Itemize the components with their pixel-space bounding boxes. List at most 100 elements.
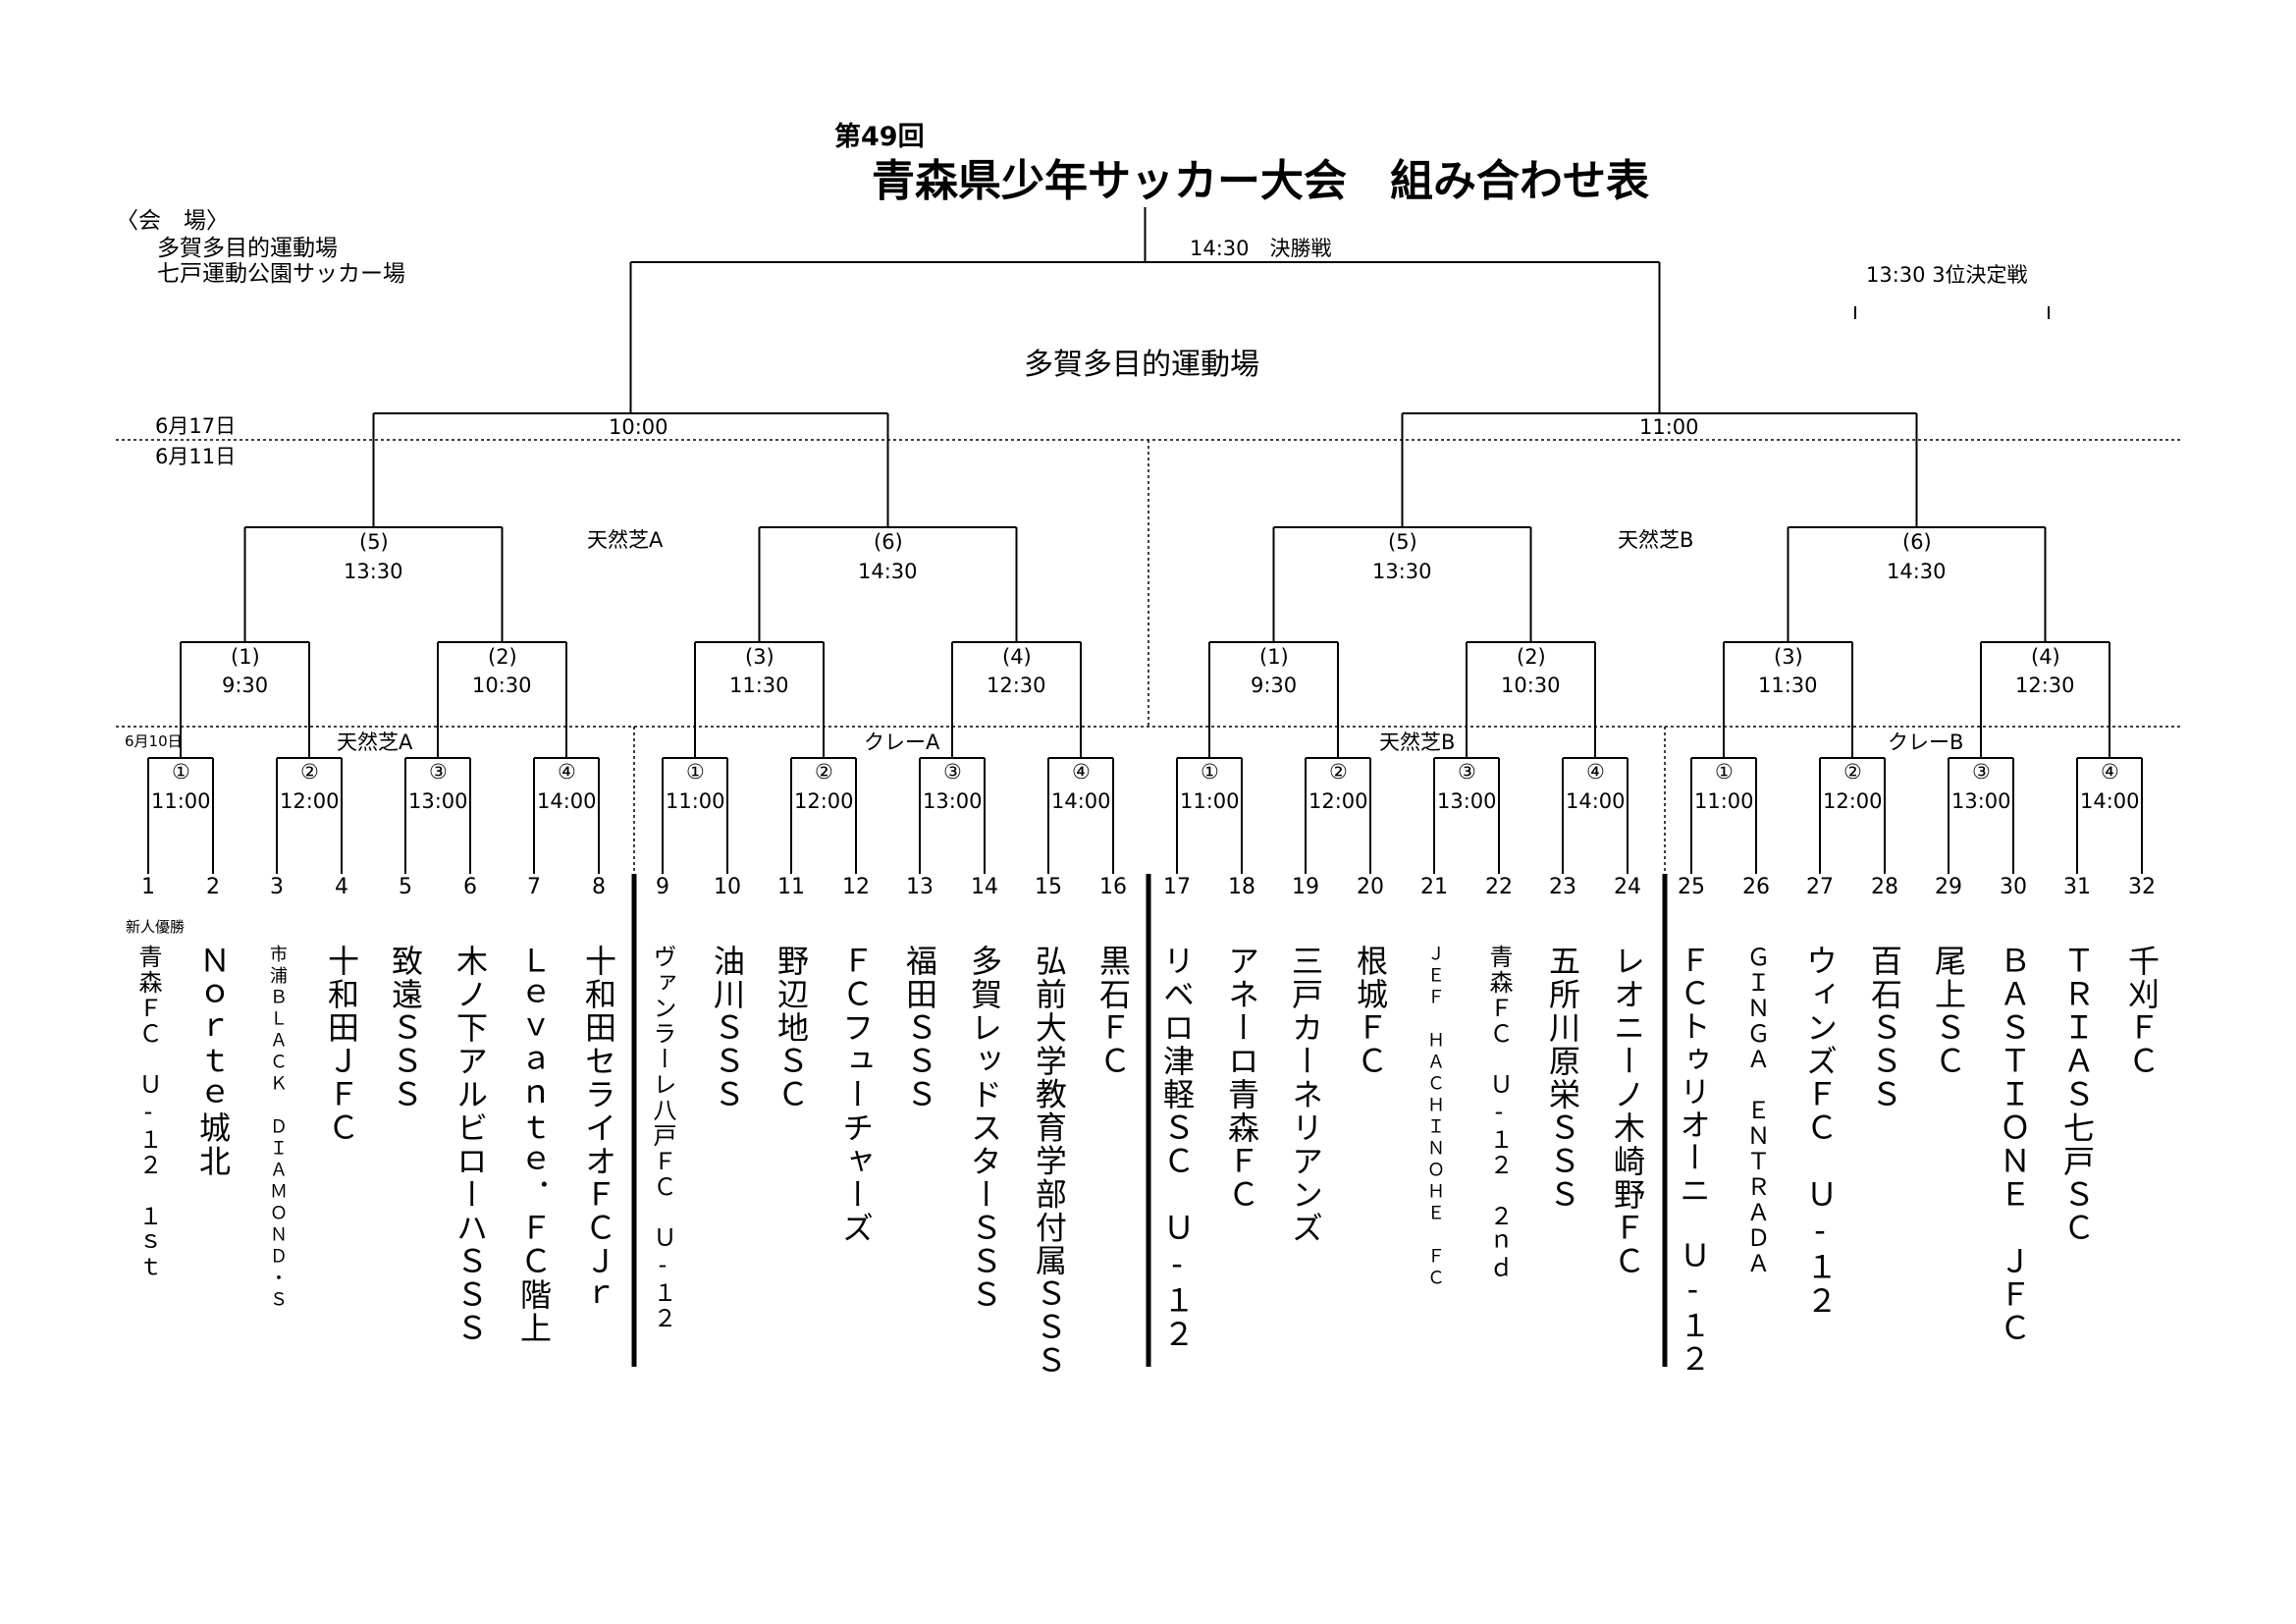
team-name: ＢＡＳＴＩＯＮＥ ＪＦＣ <box>1995 945 2032 1345</box>
team-number: 19 <box>1292 875 1319 899</box>
team-number: 2 <box>206 875 220 899</box>
round3-match-id: (5) <box>1388 530 1417 554</box>
round1-match-time: 12:00 <box>1823 789 1883 813</box>
team-number: 9 <box>656 875 669 899</box>
team-name: リベロ津軽ＳＣ Ｕ-１２ <box>1158 945 1196 1351</box>
round1-match-id: ② <box>1329 760 1348 784</box>
round2-match-id: (4) <box>1002 645 1032 669</box>
field-label-lawn-a: 天然芝A <box>587 528 664 552</box>
team-name: 黒石ＦＣ <box>1095 945 1132 1078</box>
round1-match-id: ④ <box>1586 760 1605 784</box>
team-number: 1 <box>141 875 155 899</box>
field-label-clay-b: クレーB <box>1888 731 1964 754</box>
round1-match-id: ② <box>815 760 833 784</box>
team-number: 32 <box>2128 875 2156 899</box>
team-name: 十和田セライオＦＣＪｒ <box>580 945 617 1312</box>
round2-match-id: (1) <box>231 645 260 669</box>
round1-match-time: 12:00 <box>1308 789 1368 813</box>
team-name: 三戸カーネリアンズ <box>1287 945 1324 1245</box>
round1-match-id: ① <box>686 760 705 784</box>
field-label-lawn-a: 天然芝A <box>337 731 413 754</box>
round3-match-time: 13:30 <box>344 560 403 583</box>
final-venue: 多賀多目的運動場 <box>1024 348 1259 382</box>
date-june10: 6月10日 <box>125 732 183 750</box>
team-number: 13 <box>906 875 934 899</box>
team-number: 31 <box>2063 875 2091 899</box>
team-number: 24 <box>1614 875 1641 899</box>
team-name: ヴァンラーレ八戸ＦＣ Ｕ-１２ <box>649 945 676 1331</box>
team-name: 致遠ＳＳＳ <box>387 945 424 1111</box>
team-name: 木ノ下アルビローハＳＳＳ <box>452 945 489 1345</box>
team-number: 28 <box>1871 875 1898 899</box>
team-number: 14 <box>971 875 998 899</box>
team-number: 18 <box>1228 875 1255 899</box>
team-number: 20 <box>1357 875 1384 899</box>
team-number: 21 <box>1420 875 1448 899</box>
round1-match-time: 11:00 <box>1694 789 1754 813</box>
team-name: 青森ＦＣ Ｕ-１２ １ｓｔ <box>134 945 162 1280</box>
venues-heading: 〈会 場〉 <box>116 208 229 234</box>
team-name: 青森ＦＣ Ｕ-１２ ２ｎｄ <box>1485 945 1513 1280</box>
round2-match-id: (3) <box>1774 645 1803 669</box>
round2-match-id: (1) <box>1259 645 1289 669</box>
team-number: 25 <box>1678 875 1705 899</box>
field-label-lawn-b: 天然芝B <box>1618 528 1694 552</box>
team-name: ＪＥＦ ＨＡＣＨＩＮＯＨＥ ＦＣ <box>1424 945 1445 1290</box>
team-name: 福田ＳＳＳ <box>901 945 938 1111</box>
venue-item: 多賀多目的運動場 <box>157 236 338 261</box>
team-number: 12 <box>842 875 870 899</box>
team-name: 五所川原栄ＳＳＳ <box>1544 945 1581 1212</box>
team-name: 尾上ＳＣ <box>1930 945 1967 1078</box>
team-number: 15 <box>1035 875 1062 899</box>
team-name: ウィンズＦＣ Ｕ-１２ <box>1801 945 1839 1318</box>
venue-item: 七戸運動公園サッカー場 <box>157 261 405 287</box>
round2-match-time: 10:30 <box>472 674 532 697</box>
round1-match-id: ④ <box>1072 760 1091 784</box>
page-title: 青森県少年サッカー大会 組み合わせ表 <box>872 156 1649 206</box>
third-place-label: 13:30 3位決定戦 <box>1866 263 2028 287</box>
round1-match-id: ① <box>172 760 190 784</box>
team-number: 29 <box>1935 875 1962 899</box>
edition-label: 第49回 <box>834 122 925 152</box>
round3-match-id: (5) <box>359 530 389 554</box>
semifinal-right-time: 11:00 <box>1639 415 1699 439</box>
team-number: 17 <box>1163 875 1191 899</box>
team-number: 30 <box>2000 875 2027 899</box>
round1-match-time: 14:00 <box>537 789 597 813</box>
round1-match-time: 13:00 <box>1437 789 1497 813</box>
round3-match-id: (6) <box>1902 530 1932 554</box>
round1-match-time: 13:00 <box>1951 789 2011 813</box>
team-number: 7 <box>527 875 541 899</box>
seed-note: 新人優勝 <box>126 918 186 936</box>
team-name: ＧＩＮＧＡ ＥＮＴＲＡＤＡ <box>1742 945 1770 1276</box>
round3-match-time: 14:30 <box>1887 560 1947 583</box>
round1-match-time: 13:00 <box>408 789 468 813</box>
round2-match-time: 9:30 <box>222 674 269 697</box>
date-june11: 6月11日 <box>155 445 237 468</box>
round3-match-time: 13:30 <box>1372 560 1432 583</box>
round1-match-time: 13:00 <box>923 789 983 813</box>
date-june17: 6月17日 <box>155 414 237 438</box>
round2-match-id: (2) <box>1517 645 1546 669</box>
team-name: Ｌｅｖａｎｔｅ．ＦＣ階上 <box>515 945 553 1345</box>
field-label-lawn-b: 天然芝B <box>1379 731 1456 754</box>
team-number: 11 <box>777 875 805 899</box>
round1-match-id: ① <box>1715 760 1734 784</box>
team-number: 4 <box>335 875 348 899</box>
team-number: 26 <box>1742 875 1770 899</box>
team-name: 根城ＦＣ <box>1352 945 1389 1078</box>
round2-match-id: (4) <box>2031 645 2060 669</box>
round1-match-id: ④ <box>558 760 576 784</box>
team-name: 弘前大学教育学部付属ＳＳＳ <box>1030 945 1068 1378</box>
team-name: ＦＣトゥリオーニ Ｕ-１２ <box>1675 945 1711 1376</box>
round1-match-id: ② <box>300 760 319 784</box>
team-number: 6 <box>463 875 477 899</box>
team-name: 百石ＳＳＳ <box>1866 945 1903 1111</box>
round2-match-time: 11:30 <box>1758 674 1818 697</box>
round1-match-time: 11:00 <box>1180 789 1240 813</box>
team-name: レオニーノ木崎野ＦＣ <box>1609 945 1646 1278</box>
team-name: ＴＲＩＡＳ七戸ＳＣ <box>2058 945 2096 1245</box>
round1-match-time: 12:00 <box>280 789 340 813</box>
round2-match-time: 12:30 <box>987 674 1046 697</box>
